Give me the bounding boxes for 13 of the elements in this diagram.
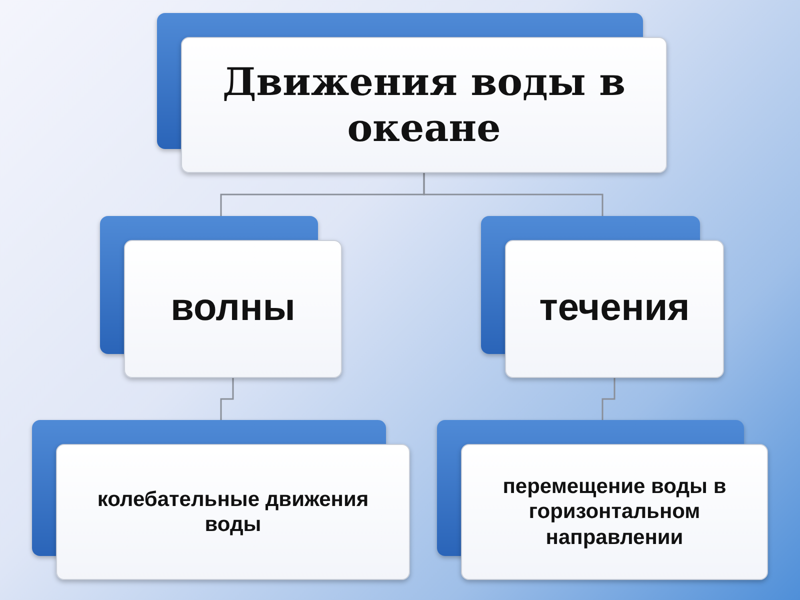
node-text: перемещение воды в горизонтальном направлении [502, 474, 728, 550]
connector-line [220, 378, 234, 420]
tabbed-card [157, 13, 667, 173]
node-text: колебательные движения воды [96, 486, 370, 538]
tabbed-card [437, 420, 768, 580]
tabbed-card [100, 216, 342, 378]
node-text: волны [170, 286, 296, 332]
connector-line [423, 173, 604, 216]
tabbed-card [32, 420, 410, 580]
connector-line [602, 378, 616, 420]
tabbed-card [481, 216, 724, 378]
node-text: течения [539, 286, 690, 332]
node-text: Движения воды в океане [221, 59, 627, 151]
